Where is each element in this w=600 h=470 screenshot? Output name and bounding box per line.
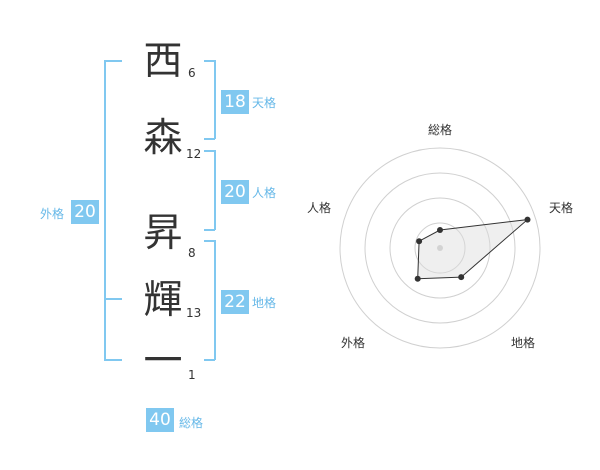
stroke-count-1: 6 (188, 66, 196, 80)
radar-axis-label-tenkaku: 天格 (549, 201, 574, 215)
name-char-1: 西 (143, 39, 183, 84)
radar-point-5 (416, 238, 423, 245)
soukaku-label: 総格 (179, 416, 204, 430)
radar-point-1 (437, 227, 443, 233)
chikaku-bracket-bottom (204, 359, 215, 361)
stroke-count-3: 8 (188, 246, 196, 260)
gaikaku-bracket (104, 60, 106, 360)
radar-axis-label-gaikaku: 外格 (341, 336, 366, 350)
name-char-3: 昇 (143, 211, 183, 256)
stroke-count-4: 13 (186, 306, 202, 320)
radar-ring (414, 222, 466, 274)
radar-axis-label-jinkaku: 人格 (307, 201, 332, 215)
tenkaku-bracket-top (204, 60, 215, 62)
radar-point-3 (458, 274, 465, 281)
name-char-5: 一 (143, 339, 183, 384)
radar-axis-label-soukaku: 総格 (428, 123, 453, 137)
radar-series-polygon (417, 218, 530, 280)
jinkaku-bracket-bottom (204, 229, 215, 231)
gaikaku-label: 外格 (40, 207, 65, 221)
stroke-count-2: 12 (186, 147, 202, 161)
gaikaku-bracket-bottom (104, 359, 122, 361)
jinkaku-bracket (214, 150, 216, 230)
radar-center (437, 245, 443, 251)
gaikaku-badge: 20 (71, 200, 99, 224)
radar-axis-label-chikaku: 地格 (511, 336, 536, 350)
chikaku-bracket-top (204, 240, 215, 242)
name-char-4: 輝 (143, 278, 183, 323)
chikaku-label: 地格 (252, 296, 277, 310)
radar-ring (389, 197, 491, 299)
jinkaku-label: 人格 (252, 186, 277, 200)
tenkaku-badge: 18 (221, 90, 249, 114)
jinkaku-bracket-top (204, 150, 215, 152)
tenkaku-bracket-bottom (204, 138, 215, 140)
gaikaku-bracket-top (104, 60, 122, 62)
soukaku-badge: 40 (146, 408, 174, 432)
radar-ring (339, 147, 541, 349)
tenkaku-bracket (214, 60, 216, 139)
chikaku-bracket (214, 240, 216, 360)
radar-point-2 (524, 216, 531, 223)
tenkaku-label: 天格 (252, 96, 277, 110)
chikaku-badge: 22 (221, 290, 249, 314)
jinkaku-badge: 20 (221, 180, 249, 204)
gaikaku-bracket-mid (104, 298, 122, 300)
radar-ring (364, 172, 516, 324)
name-char-2: 森 (143, 116, 183, 161)
radar-point-4 (414, 275, 421, 282)
stroke-count-5: 1 (188, 368, 196, 382)
